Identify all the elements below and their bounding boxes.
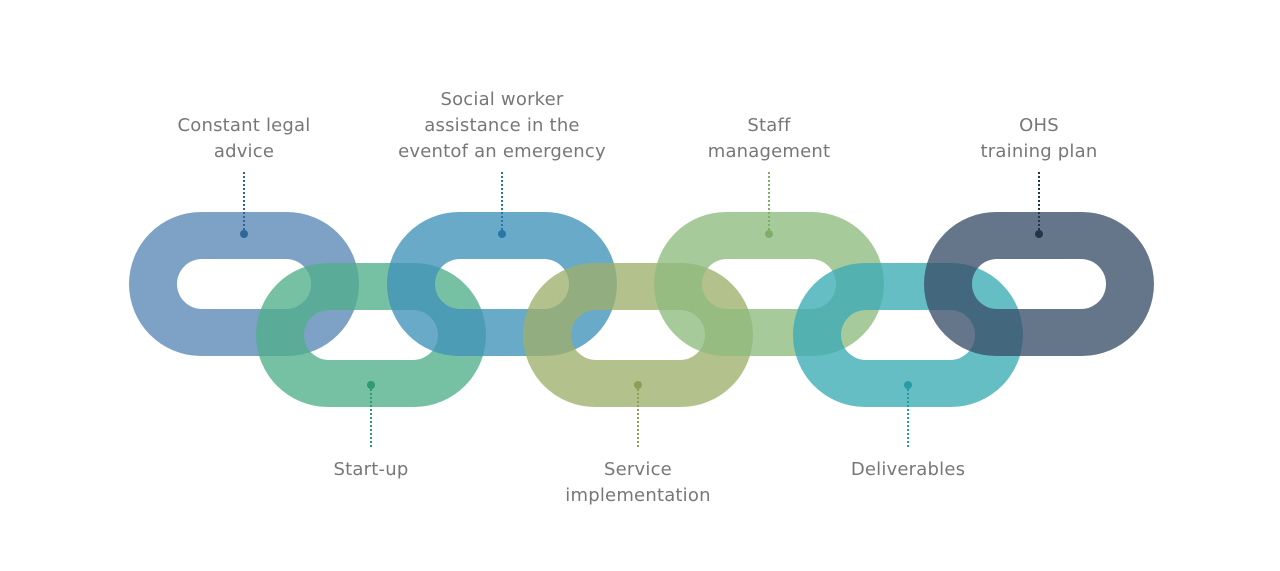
label-line: Social worker bbox=[440, 89, 564, 110]
label-service: Service implementation bbox=[565, 457, 710, 509]
label-line: management bbox=[707, 141, 831, 162]
connector-dot-startup bbox=[367, 381, 375, 389]
label-line: eventof an emergency bbox=[398, 141, 606, 162]
connector-dot-service bbox=[634, 381, 642, 389]
chain-link-ohs bbox=[924, 212, 1154, 356]
label-line: Deliverables bbox=[850, 459, 966, 480]
label-staff: Staff management bbox=[708, 113, 831, 165]
label-startup: Start-up bbox=[334, 457, 409, 483]
label-line: Start-up bbox=[333, 459, 409, 480]
connector-dot-staff bbox=[765, 230, 773, 238]
label-line: implementation bbox=[565, 485, 711, 506]
label-line: OHS bbox=[1019, 115, 1059, 136]
label-line: training plan bbox=[980, 141, 1098, 162]
connector-dot-social bbox=[498, 230, 506, 238]
label-line: Staff bbox=[747, 115, 791, 136]
label-legal: Constant legal advice bbox=[178, 113, 311, 165]
label-line: advice bbox=[213, 141, 275, 162]
connector-dot-legal bbox=[240, 230, 248, 238]
connector-dot-ohs bbox=[1035, 230, 1043, 238]
label-line: assistance in the bbox=[424, 115, 580, 136]
connector-dot-deliverables bbox=[904, 381, 912, 389]
label-ohs: OHS training plan bbox=[981, 113, 1098, 165]
label-line: Constant legal bbox=[177, 115, 311, 136]
label-deliverables: Deliverables bbox=[851, 457, 965, 483]
label-line: Service bbox=[604, 459, 672, 480]
label-social: Social worker assistance in the eventof an… bbox=[398, 87, 606, 165]
chain-link-shape bbox=[924, 212, 1154, 356]
